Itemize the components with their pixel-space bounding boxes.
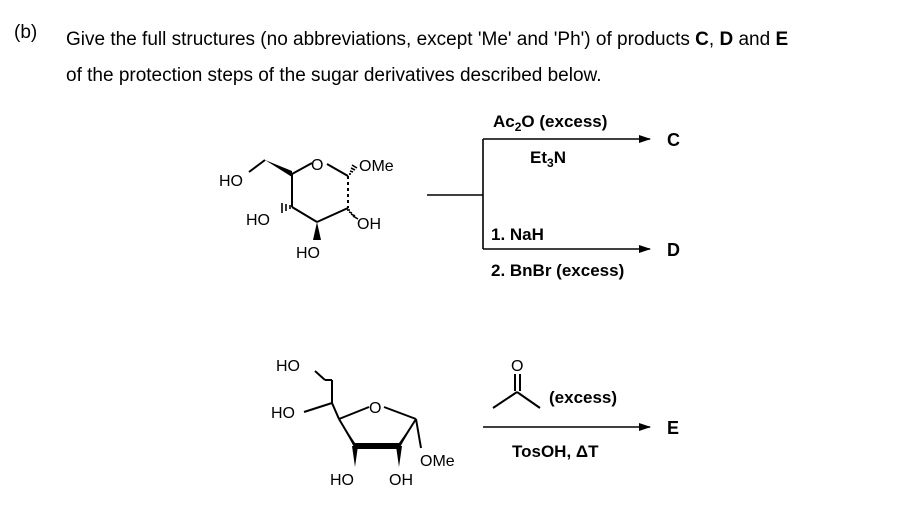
question-text: Give the full structures (no abbreviatio… bbox=[66, 22, 906, 94]
bond bbox=[338, 406, 370, 420]
catalyst-label: TosOH, ΔT bbox=[512, 442, 599, 461]
product-d-label: D bbox=[667, 240, 680, 260]
reagent-step2: 2. BnBr (excess) bbox=[491, 261, 624, 280]
reagent-step1: 1. NaH bbox=[491, 225, 544, 244]
bond bbox=[291, 162, 313, 175]
acetone-structure bbox=[492, 374, 541, 409]
oh-label: OH bbox=[357, 216, 381, 233]
wedge-bond bbox=[396, 446, 402, 467]
bond bbox=[331, 402, 340, 420]
bond bbox=[316, 207, 349, 223]
wedge-bond bbox=[399, 419, 416, 449]
oh-label: OH bbox=[389, 472, 413, 489]
separator: , bbox=[708, 29, 720, 50]
bond bbox=[248, 159, 266, 173]
ome-label: OMe bbox=[420, 453, 455, 470]
wedge-bond bbox=[313, 222, 321, 240]
product-c-ref: C bbox=[695, 29, 709, 50]
part-label: (b) bbox=[14, 22, 38, 43]
ketone-oxygen-label: O bbox=[511, 358, 523, 375]
wedge-bond bbox=[339, 419, 355, 449]
reagent-triethylamine: Et3N bbox=[530, 148, 566, 170]
question-line1: Give the full structures (no abbreviatio… bbox=[66, 29, 696, 50]
bond bbox=[303, 402, 333, 413]
ho-label: HO bbox=[296, 245, 320, 262]
product-e-ref: E bbox=[775, 29, 789, 50]
question-line2: of the protection steps of the sugar der… bbox=[66, 65, 602, 86]
furanose-structure bbox=[303, 370, 422, 467]
hashed-bond bbox=[281, 203, 291, 213]
ho-label: HO bbox=[271, 405, 295, 422]
branched-arrow bbox=[427, 135, 651, 253]
bond bbox=[291, 206, 318, 223]
reagent-excess-label: (excess) bbox=[549, 388, 617, 407]
ho-label: HO bbox=[330, 472, 354, 489]
ho-label: HO bbox=[276, 358, 300, 375]
wedge-bond bbox=[265, 160, 292, 177]
ho-label: HO bbox=[246, 212, 270, 229]
bond bbox=[415, 418, 422, 449]
bond bbox=[383, 406, 417, 420]
ring-oxygen-label: O bbox=[311, 157, 323, 174]
product-c-label: C bbox=[667, 130, 680, 150]
ho-label: HO bbox=[219, 173, 243, 190]
separator: and bbox=[733, 29, 776, 50]
ring-oxygen-label: O bbox=[369, 400, 381, 417]
ome-label: OMe bbox=[359, 158, 394, 175]
product-e-label: E bbox=[667, 418, 679, 438]
hashed-bond bbox=[349, 164, 358, 175]
bond bbox=[326, 163, 349, 177]
hashed-bond bbox=[347, 209, 359, 220]
product-d-ref: D bbox=[719, 29, 734, 50]
pyranose-structure bbox=[248, 159, 359, 240]
wedge-bond bbox=[352, 446, 358, 467]
bond bbox=[314, 370, 326, 381]
reagent-acetic-anhydride: Ac2O (excess) bbox=[493, 112, 607, 134]
